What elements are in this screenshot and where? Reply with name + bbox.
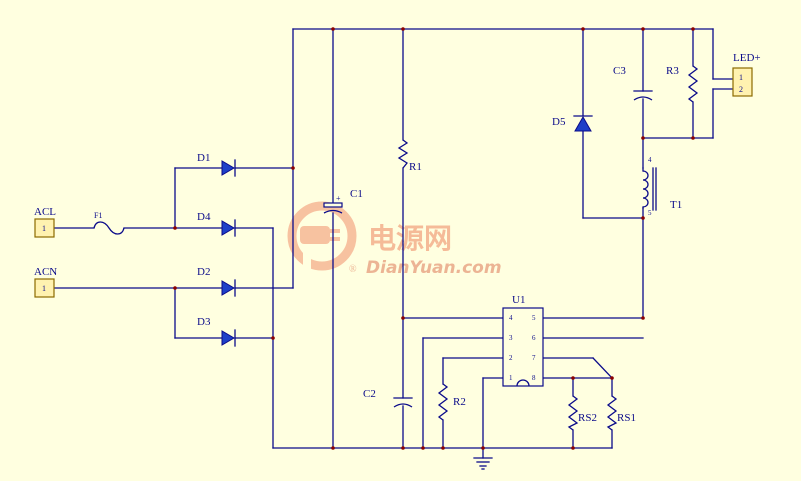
label-acn: ACN — [34, 266, 57, 278]
resistor-r2: R2 — [437, 383, 466, 421]
u1-pin-6: 6 — [532, 334, 536, 342]
label-d5: D5 — [552, 116, 566, 128]
c1-polarity: + — [336, 194, 341, 203]
label-d3: D3 — [197, 316, 211, 328]
label-r3: R3 — [666, 65, 679, 77]
u1-pin-1: 1 — [509, 374, 513, 382]
t1-pin-4: 4 — [648, 156, 652, 164]
label-r1: R1 — [409, 161, 422, 173]
watermark-en: DianYuan.com — [366, 258, 502, 278]
connector-acl: 1 ACL — [34, 206, 56, 238]
watermark-logo — [287, 201, 357, 272]
capacitor-c3: C3 — [613, 65, 653, 101]
label-c2: C2 — [363, 388, 376, 400]
led-pin-2: 2 — [739, 85, 743, 94]
t1-pin-5: 5 — [648, 209, 652, 217]
label-acl: ACL — [34, 206, 56, 218]
label-d4: D4 — [197, 211, 211, 223]
label-u1: U1 — [512, 294, 525, 306]
u1-pin-7: 7 — [532, 354, 536, 362]
diode-d1: D1 — [197, 152, 236, 177]
acl-pin-number: 1 — [42, 224, 46, 233]
junctions — [173, 27, 695, 450]
resistor-rs2: RS2 — [567, 395, 597, 431]
label-t1: T1 — [670, 199, 682, 211]
label-rs1: RS1 — [617, 412, 636, 424]
transformer-t1: 4 5 T1 — [642, 156, 682, 217]
u1-pin-5: 5 — [532, 314, 536, 322]
label-c1: C1 — [350, 188, 363, 200]
diode-d3: D3 — [197, 316, 236, 347]
u1-pin-4: 4 — [509, 314, 513, 322]
watermark-cn: 电源网 — [368, 222, 452, 255]
label-led: LED+ — [733, 52, 761, 64]
label-d1: D1 — [197, 152, 210, 164]
led-pin-1: 1 — [739, 73, 743, 82]
label-d2: D2 — [197, 266, 210, 278]
u1-pin-8: 8 — [532, 374, 536, 382]
connector-acn: 1 ACN — [34, 266, 57, 298]
label-c3: C3 — [613, 65, 626, 77]
wires — [54, 28, 734, 459]
label-r2: R2 — [453, 396, 466, 408]
diode-d2: D2 — [197, 266, 236, 297]
capacitor-c1: + C1 — [323, 188, 363, 214]
fuse-symbol: F1 — [93, 211, 125, 235]
acn-pin-number: 1 — [42, 284, 46, 293]
resistor-r1: R1 — [397, 139, 422, 173]
watermark: 电源网 DianYuan.com ® — [287, 201, 502, 278]
ic-u1: 4 3 2 1 5 6 7 8 U1 — [502, 294, 544, 387]
diode-d4: D4 — [197, 211, 236, 237]
diode-d5: D5 — [552, 115, 593, 132]
u1-pin-3: 3 — [509, 334, 513, 342]
resistor-r3: R3 — [666, 65, 699, 103]
label-rs2: RS2 — [578, 412, 597, 424]
u1-pin-2: 2 — [509, 354, 513, 362]
resistor-rs1: RS1 — [606, 395, 636, 431]
connector-led: 1 2 LED+ — [732, 52, 761, 97]
ground-icon — [473, 457, 493, 470]
label-fuse: F1 — [94, 211, 102, 220]
watermark-reg: ® — [349, 264, 357, 275]
capacitor-c2: C2 — [363, 388, 413, 408]
